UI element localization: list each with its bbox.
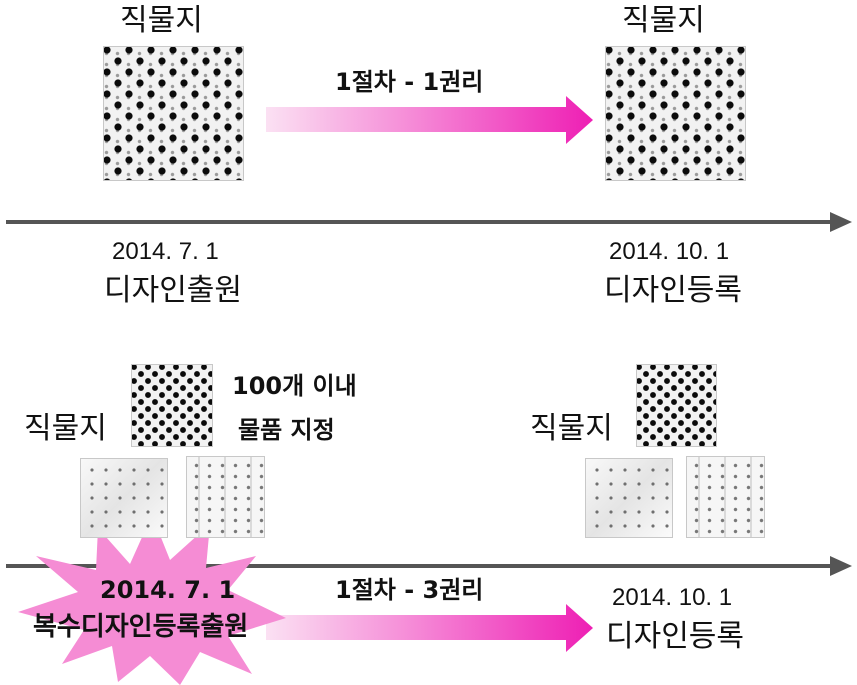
bottom-arrow-label: 1절차 - 3권리 bbox=[335, 576, 484, 604]
bottom-left-fabric-label: 직물지 bbox=[24, 411, 107, 446]
bottom-left-fabric-variant-1 bbox=[80, 458, 168, 538]
bottom-left-fabric-variant-2 bbox=[186, 456, 265, 538]
bottom-right-date: 2014. 10. 1 bbox=[612, 584, 733, 611]
bottom-note-line1: 100개 이내 bbox=[232, 372, 357, 400]
top-left-fabric-label: 직물지 bbox=[120, 3, 203, 38]
bottom-right-fabric-variant-2 bbox=[686, 456, 765, 538]
bottom-right-fabric-main bbox=[636, 364, 717, 447]
top-left-event: 디자인출원 bbox=[104, 273, 242, 308]
starburst-date: 2014. 7. 1 bbox=[100, 576, 236, 604]
top-left-date: 2014. 7. 1 bbox=[112, 238, 219, 265]
top-timeline bbox=[6, 212, 852, 232]
bottom-right-fabric-variant-1 bbox=[585, 458, 673, 538]
top-left-fabric-image bbox=[103, 46, 244, 181]
top-arrow-label: 1절차 - 1권리 bbox=[335, 68, 484, 96]
top-right-event: 디자인등록 bbox=[604, 273, 742, 308]
bottom-right-fabric-label: 직물지 bbox=[530, 411, 613, 446]
bottom-right-event: 디자인등록 bbox=[606, 619, 744, 654]
top-right-date: 2014. 10. 1 bbox=[609, 238, 730, 265]
top-process-arrow bbox=[266, 96, 593, 144]
starburst-event: 복수디자인등록출원 bbox=[33, 612, 249, 642]
top-right-fabric-image bbox=[605, 46, 746, 181]
starburst-shape bbox=[18, 515, 286, 685]
bottom-process-arrow bbox=[266, 604, 593, 652]
top-right-fabric-label: 직물지 bbox=[622, 3, 705, 38]
bottom-left-fabric-main bbox=[131, 364, 213, 447]
bottom-note-line2: 물품 지정 bbox=[238, 416, 335, 444]
